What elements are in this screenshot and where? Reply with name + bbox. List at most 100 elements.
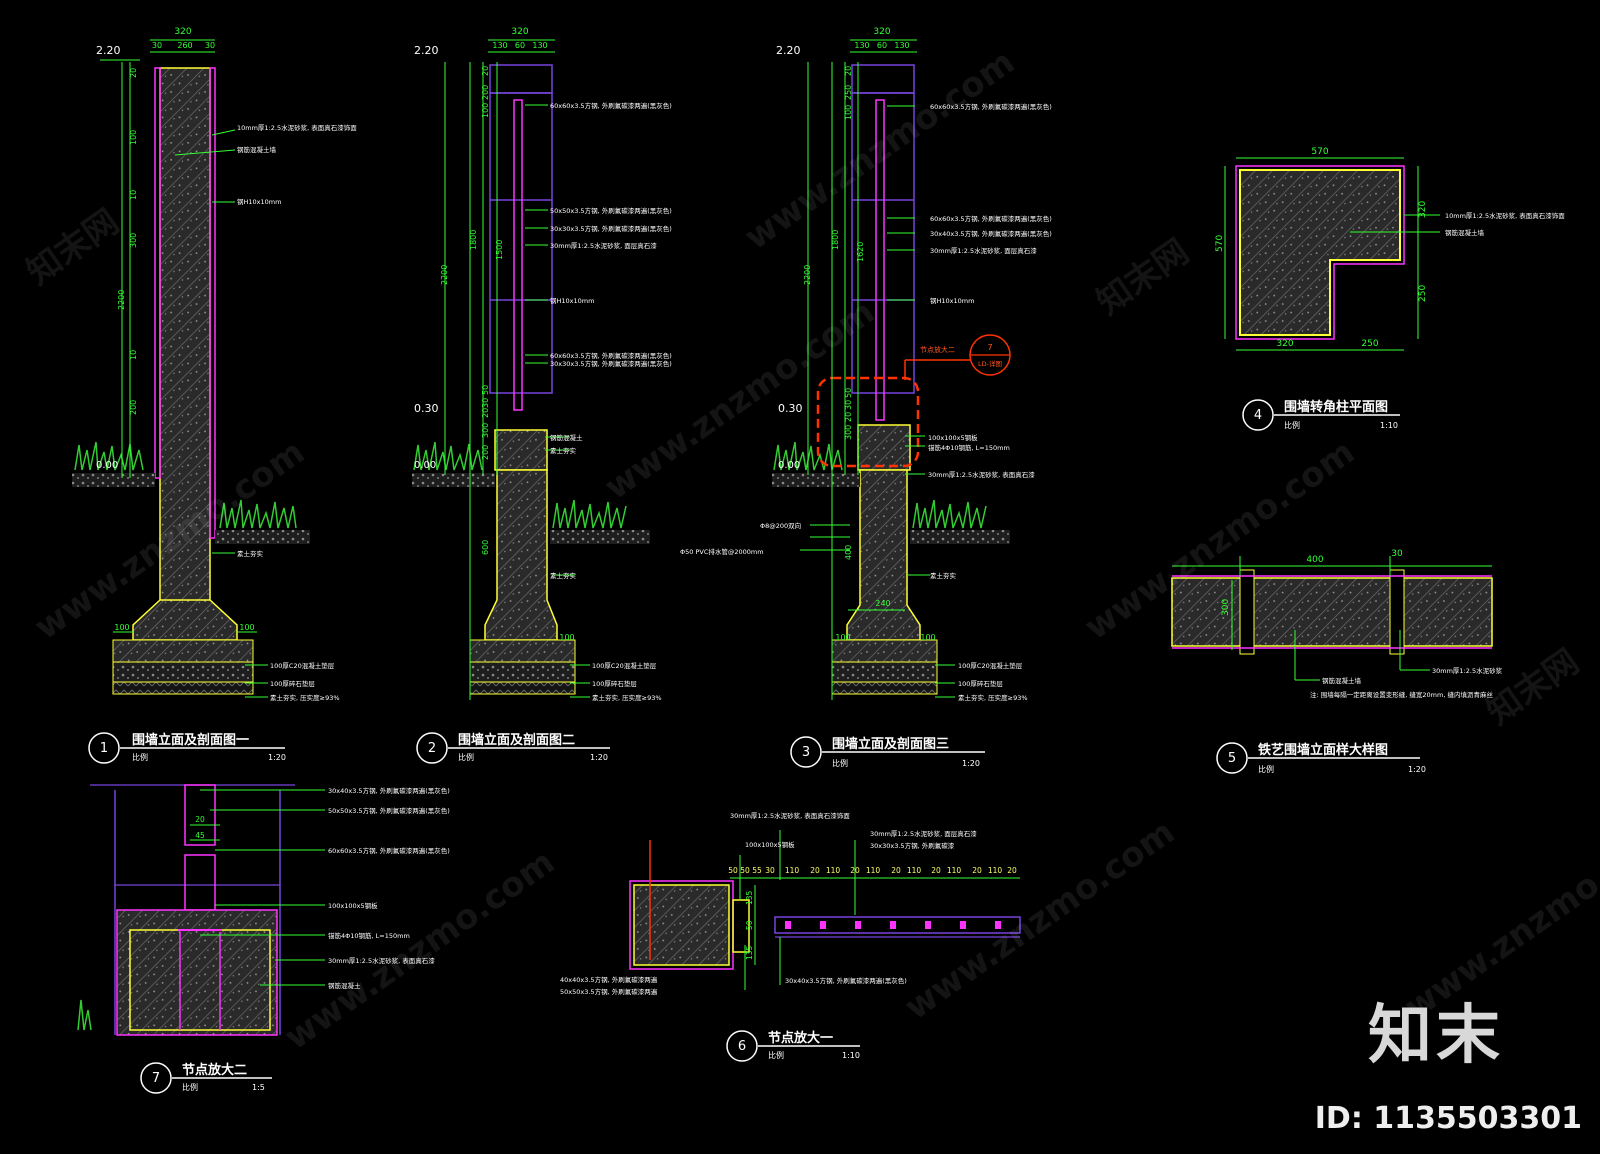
- dimension-label: 320: [1418, 201, 1428, 218]
- elevation-label: 0.30: [778, 402, 803, 415]
- annotation-text: 10mm厚1:2.5水泥砂浆, 表面真石漆饰面: [1445, 211, 1565, 220]
- section-3-grass-left: [773, 441, 843, 471]
- title-bubbles: [88, 399, 1420, 1094]
- section-title: 围墙转角柱平面图: [1284, 399, 1388, 415]
- section-1-wall-body: [159, 67, 211, 629]
- dimension-label: 130: [532, 41, 547, 50]
- elevation-label: 2.20: [414, 44, 439, 57]
- section-7-post: [184, 784, 216, 846]
- section-3-callout-frame: [816, 376, 920, 468]
- section-4-drawing: [1224, 157, 1440, 351]
- section-6-post-section: [633, 884, 730, 966]
- dimension-label: 30: [481, 398, 490, 408]
- dimension-label: 60: [515, 41, 525, 50]
- annotation-text: 30x30x3.5方钢, 外刷氟碳漆两遍(黑灰色): [550, 359, 672, 368]
- scale-label: 1:5: [252, 1083, 265, 1092]
- dimension-label: 20: [844, 66, 853, 76]
- dimension-label: 55: [752, 866, 762, 875]
- dimension-label: 1500: [495, 240, 504, 260]
- annotation-text: 素土夯实: [930, 571, 957, 580]
- dimension-label: 400: [844, 545, 853, 560]
- section-1-cushion-c20: [112, 639, 254, 663]
- dimension-label: 200: [129, 400, 138, 415]
- dimension-label: 50: [745, 920, 754, 930]
- dimension-label: 20: [129, 68, 138, 78]
- section-title: 铁艺围墙立面样大样图: [1257, 742, 1388, 758]
- annotation-text: 钢筋混凝土: [328, 981, 361, 990]
- section-3-grass-right: [912, 499, 987, 529]
- elevation-label: 2.20: [96, 44, 121, 57]
- section-5-joint-left: [1239, 569, 1255, 655]
- section-3-post: [851, 92, 915, 394]
- dimension-label: 250: [1418, 285, 1428, 302]
- annotation-text: 30mm厚1:2.5水泥砂浆, 表面真石漆: [328, 956, 435, 965]
- id-label: ID: 1135503301: [1314, 1101, 1582, 1136]
- dimension-label: 20: [972, 866, 982, 875]
- scale-label: 比例: [768, 1050, 784, 1060]
- dimension-label: 100: [114, 623, 129, 632]
- annotation-text: 钢筋混凝土墙: [237, 145, 277, 154]
- callout-number: 7: [987, 343, 992, 352]
- section-3-cushion-gravel: [831, 661, 938, 683]
- dimension-label: 50: [481, 385, 490, 395]
- dimension-label: 1620: [856, 242, 865, 262]
- annotation-text: 100x100x5钢板: [928, 433, 978, 442]
- annotation-text: 锚筋4Φ10钢筋, L=150mm: [328, 931, 410, 940]
- callout-ref: LD-详图: [978, 359, 1002, 368]
- annotation-text: 30mm厚1:2.5水泥砂浆, 面层真石漆: [930, 246, 1037, 255]
- annotation-text: 100厚碎石垫层: [270, 679, 315, 688]
- annotation-text: 50x50x3.5方钢, 外刷氟碳漆两遍: [560, 987, 658, 996]
- dimension-label: 100: [920, 633, 935, 642]
- dimension-label: 10: [129, 190, 138, 200]
- section-number: 7: [152, 1071, 160, 1086]
- scale-label: 1:20: [1408, 765, 1426, 774]
- dimension-label: 20: [195, 815, 205, 824]
- section-2-grass-right: [552, 499, 627, 529]
- section-7-post-lower: [184, 854, 216, 911]
- section-1-ground-right: [215, 530, 310, 544]
- annotation-text: 60x60x3.5方钢, 外刷氟碳漆两遍(黑灰色): [930, 214, 1052, 223]
- dimension-label: 400: [1306, 555, 1323, 565]
- section-3-coping: [851, 64, 915, 94]
- elevation-label: 0.00: [778, 460, 800, 471]
- dimension-label: 135: [745, 890, 754, 905]
- section-6-rail: [774, 916, 1021, 934]
- dimension-label: 110: [947, 866, 962, 875]
- section-title: 节点放大一: [768, 1030, 833, 1046]
- scale-label: 比例: [458, 752, 474, 762]
- annotation-text: 50x50x3.5方钢, 外刷氟碳漆两遍(黑灰色): [550, 206, 672, 215]
- section-2-coping: [489, 64, 553, 94]
- section-3-ground-left: [772, 473, 860, 487]
- section-1-cushion-gravel: [112, 661, 254, 683]
- dimension-label: 30: [152, 41, 162, 50]
- section-number: 5: [1228, 751, 1236, 766]
- scale-label: 1:10: [842, 1051, 860, 1060]
- section-2-cushion-c20: [469, 639, 576, 663]
- annotation-text: Φ8@200双向: [760, 521, 801, 530]
- dimension-label: 100: [559, 633, 574, 642]
- dimension-label: 1800: [831, 230, 840, 250]
- dimension-label: 20: [850, 866, 860, 875]
- section-2-bar: [513, 99, 523, 411]
- section-1-grass-right: [219, 499, 297, 529]
- section-3-cushion-c20: [831, 639, 938, 663]
- annotation-text: 钢筋混凝土: [550, 433, 583, 442]
- annotation-text: 10mm厚1:2.5水泥砂浆, 表面真石漆饰面: [237, 123, 357, 132]
- dimension-label: 100: [844, 105, 853, 120]
- dimension-label: 110: [826, 866, 841, 875]
- dimension-label: 30: [1391, 549, 1403, 559]
- dimension-label: 110: [988, 866, 1003, 875]
- scale-label: 比例: [1284, 420, 1300, 430]
- annotation-text: 30x40x3.5方钢, 外刷氟碳漆两遍(黑灰色): [328, 786, 450, 795]
- annotation-text: 注: 围墙每隔一定距离设置变形缝, 缝宽20mm, 缝内填沥青麻丝: [1310, 690, 1493, 699]
- callout-label: 节点放大二: [920, 345, 955, 354]
- dimension-label: 110: [907, 866, 922, 875]
- dimension-label: 130: [894, 41, 909, 50]
- brand-logo: 知末: [1368, 999, 1504, 1073]
- section-7-grass: [77, 999, 92, 1031]
- section-3-drawing: [772, 39, 1011, 700]
- section-5-drawing: [1171, 556, 1493, 681]
- dimension-label: 570: [1311, 147, 1328, 157]
- annotation-text: 60x60x3.5方钢, 外刷氟碳漆两遍(黑灰色): [550, 101, 672, 110]
- dimension-label: 100: [239, 623, 254, 632]
